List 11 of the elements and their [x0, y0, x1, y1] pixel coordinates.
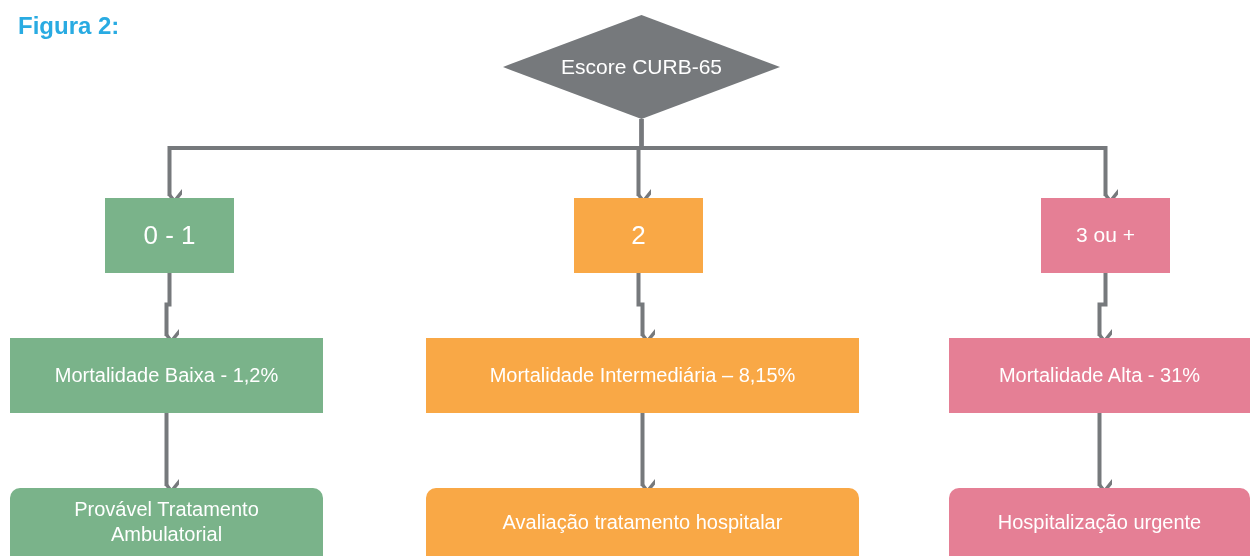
outcome-box: Hospitalização urgente	[949, 488, 1250, 556]
outcome-box: Provável Tratamento Ambulatorial	[10, 488, 323, 556]
score-box: 2	[574, 198, 703, 273]
decision-diamond: Escore CURB-65	[503, 15, 780, 119]
mortality-box: Mortalidade Alta - 31%	[949, 338, 1250, 413]
score-box: 3 ou +	[1041, 198, 1170, 273]
mortality-box: Mortalidade Intermediária – 8,15%	[426, 338, 859, 413]
score-box: 0 - 1	[105, 198, 234, 273]
figure-title: Figura 2:	[18, 11, 120, 41]
outcome-box: Avaliação tratamento hospitalar	[426, 488, 859, 556]
mortality-box: Mortalidade Baixa - 1,2%	[10, 338, 323, 413]
